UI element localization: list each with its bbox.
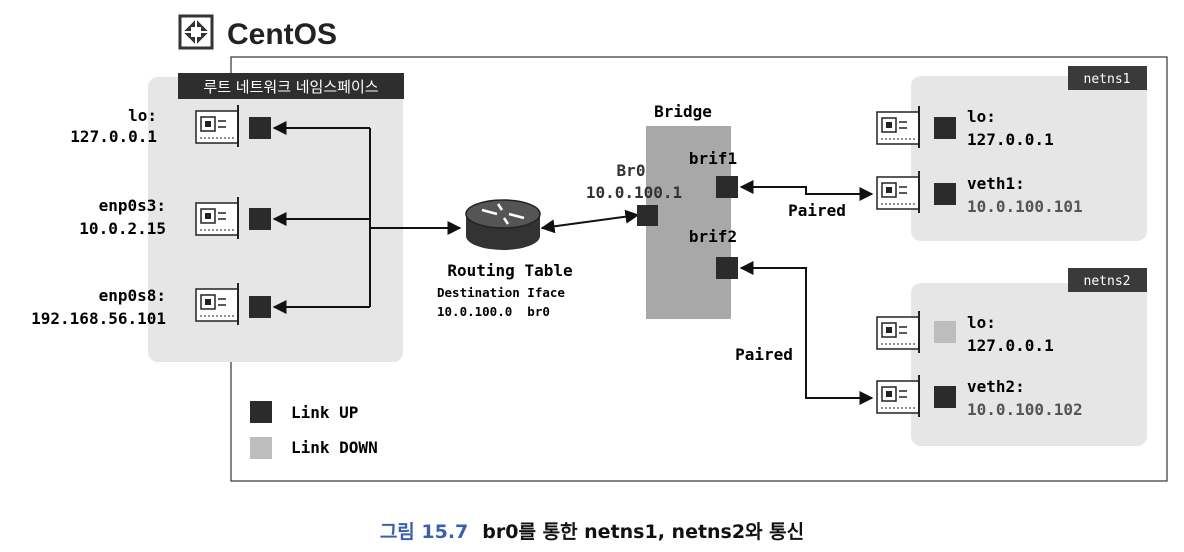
- netns2-panel: [911, 283, 1147, 446]
- router-table-header: Destination Iface: [437, 285, 565, 300]
- brif1-port: [716, 176, 738, 198]
- paired-label-2: Paired: [735, 345, 793, 364]
- netns2-nic-veth2: [876, 374, 920, 418]
- root-enp0s8-port: [249, 296, 271, 318]
- netns1-lo-port: [934, 117, 956, 139]
- paired-link-2: [739, 261, 874, 405]
- netns2-lo-name: lo:: [967, 313, 996, 332]
- root-enp0s3-name: enp0s3:: [99, 196, 166, 215]
- brand-name: CentOS: [227, 18, 337, 51]
- figure-text: br0를 통한 netns1, netns2와 통신: [482, 521, 805, 543]
- brif2-port: [716, 257, 738, 279]
- brif2-label: brif2: [689, 227, 737, 246]
- root-enp0s8-name: enp0s8:: [99, 286, 166, 305]
- netns1-nic-veth1: [876, 170, 920, 214]
- br0-name: Br0: [617, 161, 646, 180]
- netns2-tag: netns2: [1084, 274, 1131, 289]
- root-enp0s8-ip: 192.168.56.101: [31, 309, 166, 328]
- netns2-lo-port: [934, 321, 956, 343]
- brif1-label: brif1: [689, 149, 737, 168]
- root-nic-lo: [195, 104, 239, 148]
- root-enp0s3-port: [249, 208, 271, 230]
- router-title: Routing Table: [447, 261, 572, 280]
- root-ns-title-bar: [178, 73, 404, 99]
- bridge-title: Bridge: [654, 102, 712, 121]
- router-icon: [465, 199, 541, 250]
- netns2-tag-bg: [1068, 268, 1147, 292]
- legend-down-label: Link DOWN: [291, 438, 378, 457]
- netns1-veth1-port: [934, 183, 956, 205]
- root-lo-port: [249, 117, 271, 139]
- legend-down-swatch: [250, 437, 272, 459]
- root-lo-name: lo:: [128, 106, 157, 125]
- root-ns-title: 루트 네트워크 네임스페이스: [203, 78, 378, 96]
- paired-label-1: Paired: [788, 201, 846, 220]
- netns2-veth2-ip: 10.0.100.102: [967, 400, 1083, 419]
- figure-number: 그림 15.7: [379, 521, 469, 543]
- router-to-br0-link: [540, 209, 640, 234]
- root-to-router-links: [272, 121, 462, 314]
- figure-caption: 그림 15.7 br0를 통한 netns1, netns2와 통신: [0, 517, 1184, 544]
- netns2-nic-lo: [876, 310, 920, 354]
- netns1-tag: netns1: [1084, 72, 1131, 87]
- netns2-veth2-port: [934, 386, 956, 408]
- netns2-lo-ip: 127.0.0.1: [967, 336, 1054, 355]
- netns1-lo-name: lo:: [967, 107, 996, 126]
- netns1-lo-ip: 127.0.0.1: [967, 130, 1054, 149]
- legend-up-swatch: [250, 401, 272, 423]
- netns1-nic-lo: [876, 105, 920, 149]
- root-nic-enp0s3: [195, 196, 239, 240]
- netns1-panel: [911, 76, 1147, 241]
- netns1-tag-bg: [1068, 66, 1147, 90]
- root-enp0s3-ip: 10.0.2.15: [79, 219, 166, 238]
- centos-logo-icon: [178, 14, 214, 50]
- netns1-veth1-ip: 10.0.100.101: [967, 197, 1083, 216]
- paired-link-1: [739, 180, 874, 201]
- root-lo-ip: 127.0.0.1: [70, 127, 157, 146]
- netns2-veth2-name: veth2:: [967, 377, 1025, 396]
- root-nic-enp0s8: [195, 282, 239, 326]
- br0-ip: 10.0.100.1: [586, 183, 682, 202]
- br0-port: [637, 205, 658, 226]
- bridge-box: [646, 126, 731, 319]
- legend-up-label: Link UP: [291, 403, 358, 422]
- router-table-row: 10.0.100.0 br0: [437, 304, 550, 319]
- netns1-veth1-name: veth1:: [967, 174, 1025, 193]
- legend: Link UP Link DOWN: [250, 401, 378, 459]
